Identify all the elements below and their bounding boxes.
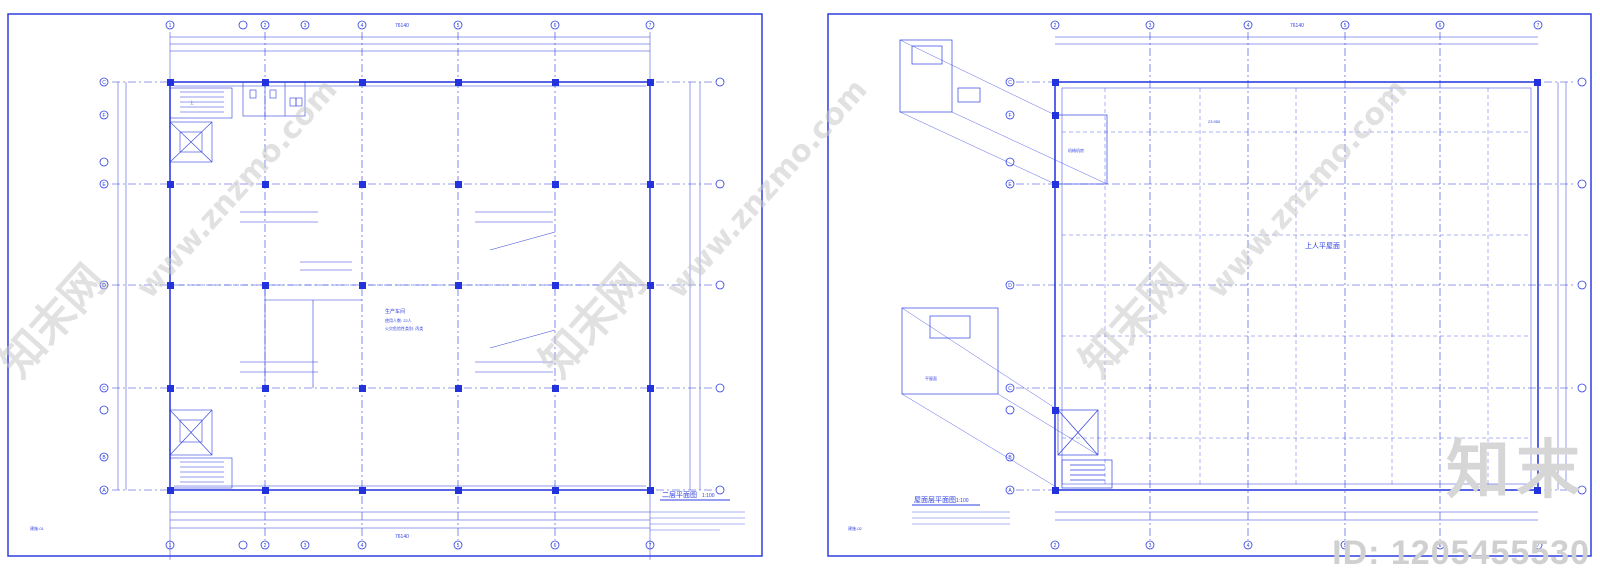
left-axis-label-bottom: 2 — [264, 543, 267, 549]
right-axis-label-row: C — [1008, 80, 1012, 86]
right-title-block: 屋面层平面图 1:100 建施-02 — [848, 496, 1010, 531]
left-axis-label-top: 7 — [649, 23, 652, 29]
left-partitions — [170, 284, 650, 388]
left-axis-bottom — [165, 540, 655, 550]
right-axis-label-row: F — [1008, 113, 1011, 119]
left-axis-label-row: F — [102, 113, 105, 119]
left-axis-label-top: 2 — [264, 23, 267, 29]
right-axis-label-top: 5 — [1344, 23, 1347, 29]
left-stairs-bottom — [169, 409, 233, 489]
right-axis-label-row: D — [1008, 283, 1012, 289]
watermark-brand-mid: 知末网 — [530, 255, 656, 387]
left-sheet: 二层平面图 1:100 建施-01 76140 76140 生产车间 使用人数:… — [7, 13, 763, 560]
left-columns — [167, 79, 654, 494]
left-axis-label-top: 5 — [457, 23, 460, 29]
left-axis-label-row: C — [102, 386, 106, 392]
right-axis-left — [1005, 77, 1015, 495]
right-machine-room-label: 机械机房 — [1068, 147, 1084, 153]
right-sheet: 屋面层平面图 1:100 建施-02 76140 上人平屋面 机械机房 23.9… — [827, 13, 1592, 557]
watermark-site-right: www.znzmo.com — [1200, 72, 1415, 305]
right-columns — [1052, 79, 1541, 494]
left-axis-label-row: B — [102, 455, 106, 461]
left-axis-label-bottom: 1 — [169, 543, 172, 549]
left-toilets — [242, 81, 306, 117]
left-stairs-top — [169, 87, 233, 163]
right-title: 屋面层平面图 — [914, 496, 956, 504]
right-axis-label-bottom: 7 — [1537, 543, 1540, 549]
right-axis-label-top: 2 — [1054, 23, 1057, 29]
right-axis-label-bottom: 2 — [1054, 543, 1057, 549]
right-axis-label-row: A — [1008, 488, 1012, 494]
right-parapet — [1061, 87, 1532, 485]
right-axis-label-bottom: 6 — [1439, 543, 1442, 549]
right-drainage — [1062, 88, 1531, 484]
left-sheet-label: 建施-01 — [30, 525, 45, 531]
right-detail-bottom — [901, 307, 1099, 489]
left-axis-label-row: C — [102, 80, 106, 86]
left-sheet-border — [7, 13, 763, 557]
right-axis-label-bottom: 3 — [1149, 543, 1152, 549]
right-axis-top — [1050, 20, 1543, 30]
watermark-brand-right: 知末网 — [1070, 255, 1196, 387]
left-axis-label-row: A — [102, 488, 106, 494]
right-axis-bottom — [1050, 540, 1543, 550]
right-total-dim: 76140 — [1290, 23, 1304, 29]
left-axis-left — [99, 77, 109, 495]
left-title-block: 二层平面图 1:100 建施-01 — [30, 491, 745, 531]
right-axis-label-top: 6 — [1439, 23, 1442, 29]
left-axis-label-row: E — [102, 182, 106, 188]
right-axis-right — [1577, 77, 1587, 495]
left-room-label: 生产车间 — [385, 308, 405, 315]
left-total-dim-bottom: 76140 — [395, 534, 409, 540]
right-scale: 1:100 — [956, 498, 969, 504]
right-roof-label: 上人平屋面 — [1305, 241, 1340, 250]
left-axis-right — [715, 77, 725, 495]
left-room-area: 使用人数: 22人 — [385, 317, 412, 323]
right-machine-room — [1054, 114, 1113, 489]
right-dims — [1055, 36, 1567, 521]
left-axis-label-top: 4 — [361, 23, 364, 29]
left-axis-top — [165, 20, 655, 30]
right-axis-label-row: C — [1008, 386, 1012, 392]
right-axis-label-bottom: 4 — [1247, 543, 1250, 549]
watermark-site-left: www.znzmo.com — [130, 72, 345, 305]
left-axis-label-bottom: 4 — [361, 543, 364, 549]
watermark-layer: 知末网 www.znzmo.com 知末网 www.znzmo.com 知末网 … — [0, 72, 1415, 387]
left-dim-sides — [117, 82, 701, 490]
left-outer-wall — [169, 81, 651, 491]
left-axis-label-top: 1 — [169, 23, 172, 29]
left-axis-label-row: D — [102, 283, 106, 289]
right-sheet-border — [827, 13, 1592, 557]
left-axis-label-bottom: 7 — [649, 543, 652, 549]
right-axis-label-row: B — [1008, 455, 1012, 461]
left-axis-label-bottom: 6 — [554, 543, 557, 549]
left-axis-label-top: 6 — [554, 23, 557, 29]
right-axis-label-row: E — [1008, 182, 1012, 188]
left-total-dim: 76140 — [395, 23, 409, 29]
watermark-brand-left: 知末网 — [0, 255, 116, 387]
left-axis-label-top: 3 — [304, 23, 307, 29]
right-stair-roof-label: 平屋面 — [925, 375, 937, 381]
left-notes — [240, 211, 556, 373]
left-title: 二层平面图 — [662, 491, 697, 499]
left-scale: 1:100 — [702, 493, 715, 499]
right-sheet-label: 建施-02 — [848, 525, 863, 531]
watermark-site-mid: www.znzmo.com — [660, 72, 875, 305]
right-axis-label-top: 7 — [1537, 23, 1540, 29]
left-dim-bottom — [170, 511, 650, 529]
right-detail-top — [899, 39, 1108, 185]
right-axis-label-top: 3 — [1149, 23, 1152, 29]
right-outer-wall — [1054, 81, 1539, 491]
left-dim-top — [169, 32, 651, 560]
left-room-note: 火灾危险性类别: 丙类 — [385, 325, 423, 331]
right-roof-elev: 23.950 — [1208, 119, 1221, 124]
left-stair-label: 上 — [190, 99, 194, 105]
resource-id: ID: 1205455530 — [1332, 534, 1590, 572]
right-axis-label-top: 4 — [1247, 23, 1250, 29]
left-axis-label-bottom: 5 — [457, 543, 460, 549]
znzmo-logo: 知末 — [1446, 434, 1586, 508]
right-axis-label-bottom: 5 — [1344, 543, 1347, 549]
left-axis-label-bottom: 3 — [304, 543, 307, 549]
